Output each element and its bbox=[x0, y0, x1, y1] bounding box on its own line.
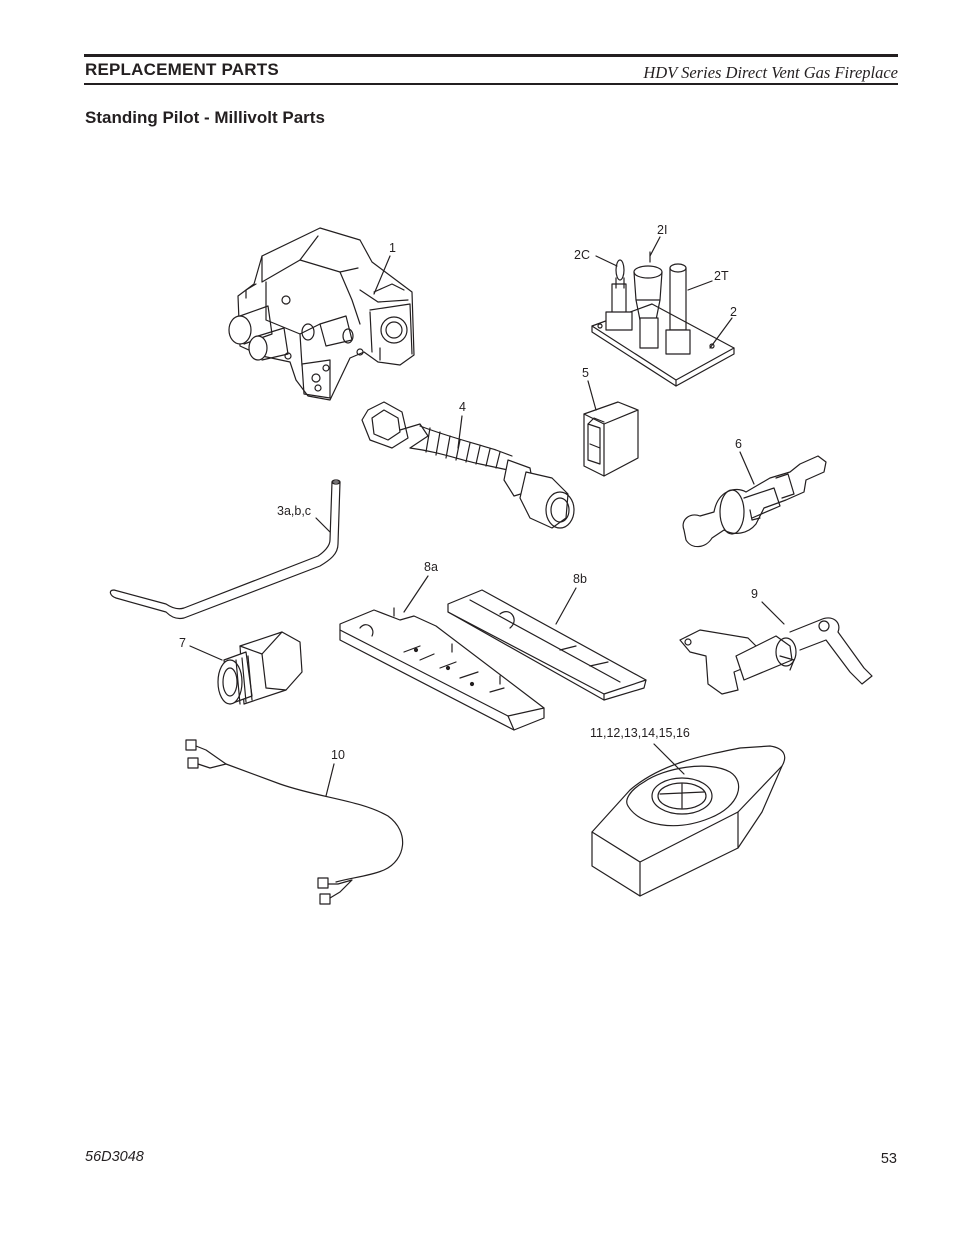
callout-7: 7 bbox=[179, 636, 186, 650]
pilot-bracket-drawing bbox=[679, 617, 873, 695]
remote-control-drawing bbox=[591, 745, 786, 897]
piezo-igniter-drawing bbox=[682, 455, 827, 548]
callout-2i: 2I bbox=[657, 223, 667, 237]
wire-harness-drawing bbox=[185, 739, 404, 905]
section-heading: REPLACEMENT PARTS bbox=[85, 60, 279, 79]
header-bottom-rule bbox=[84, 83, 898, 85]
callout-11-16: 11,12,13,14,15,16 bbox=[590, 726, 690, 740]
header-top-rule bbox=[84, 54, 898, 57]
callout-2c: 2C bbox=[574, 248, 590, 262]
callout-10: 10 bbox=[331, 748, 345, 762]
callout-1: 1 bbox=[389, 241, 396, 255]
leader-11-16 bbox=[653, 743, 685, 775]
callout-2t: 2T bbox=[714, 269, 729, 283]
leader-2i bbox=[649, 236, 661, 257]
callout-4: 4 bbox=[459, 400, 466, 414]
product-name: HDV Series Direct Vent Gas Fireplace bbox=[643, 63, 898, 82]
document-number: 56D3048 bbox=[85, 1149, 144, 1165]
callout-5: 5 bbox=[582, 366, 589, 380]
rocker-switch-drawing bbox=[583, 401, 639, 477]
leader-8b bbox=[555, 587, 577, 625]
leader-3 bbox=[315, 517, 331, 533]
leader-4 bbox=[457, 415, 463, 449]
fitting-drawing bbox=[217, 631, 303, 705]
flex-connector-drawing bbox=[361, 401, 575, 529]
page-number: 53 bbox=[880, 1151, 897, 1167]
leader-1 bbox=[373, 255, 391, 295]
callout-6: 6 bbox=[735, 437, 742, 451]
leader-6 bbox=[739, 451, 755, 485]
burner-shield-b-drawing bbox=[447, 589, 647, 701]
callout-2: 2 bbox=[730, 305, 737, 319]
leader-9 bbox=[761, 601, 785, 625]
leader-2 bbox=[709, 317, 733, 349]
pilot-tube-drawing bbox=[109, 479, 341, 620]
callout-9: 9 bbox=[751, 587, 758, 601]
callout-3: 3a,b,c bbox=[277, 504, 311, 518]
pilot-assembly-drawing bbox=[591, 251, 735, 387]
leader-2t bbox=[687, 280, 713, 291]
leader-10 bbox=[325, 763, 335, 797]
leader-5 bbox=[587, 380, 597, 411]
page-title: Standing Pilot - Millivolt Parts bbox=[85, 108, 325, 127]
burner-shield-a-drawing bbox=[339, 607, 545, 731]
leader-2c bbox=[595, 255, 618, 267]
leader-7 bbox=[189, 645, 223, 661]
leader-8a bbox=[403, 575, 429, 613]
gas-valve-drawing bbox=[228, 227, 415, 401]
callout-8a: 8a bbox=[424, 560, 438, 574]
callout-8b: 8b bbox=[573, 572, 587, 586]
